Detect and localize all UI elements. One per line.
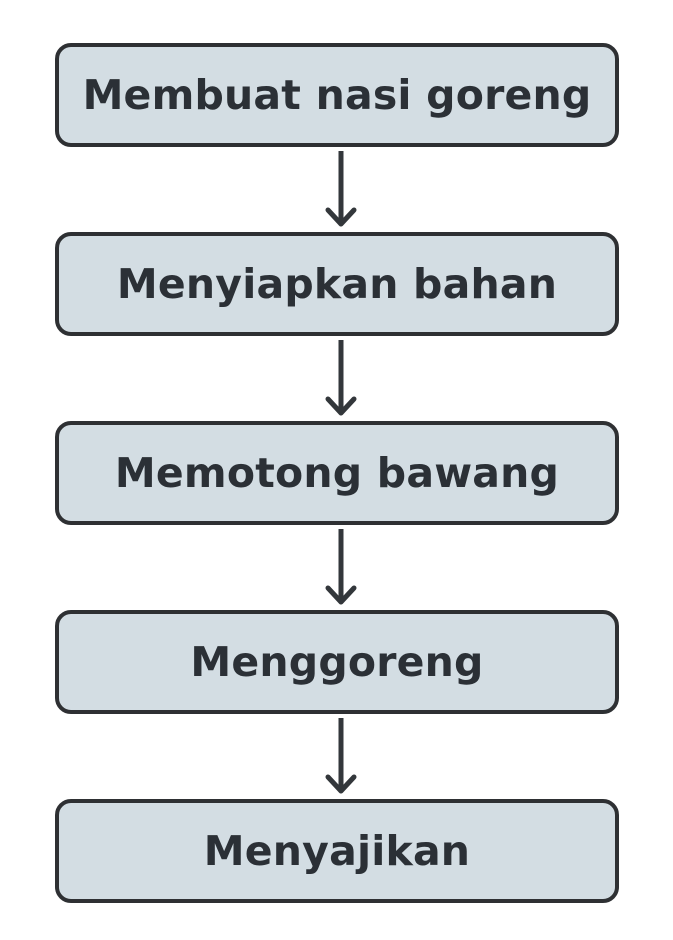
flow-step-label: Menyajikan (203, 827, 471, 875)
flow-arrow (325, 529, 357, 605)
flow-step-menyajikan: Menyajikan (55, 799, 619, 903)
flow-step-menyiapkan-bahan: Menyiapkan bahan (55, 232, 619, 336)
flow-step-memotong-bawang: Memotong bawang (55, 421, 619, 525)
flow-step-label: Menggoreng (190, 638, 484, 686)
flow-step-label: Menyiapkan bahan (116, 260, 558, 308)
flow-step-membuat-nasi-goreng: Membuat nasi goreng (55, 43, 619, 147)
flow-arrow (325, 151, 357, 227)
flow-arrow (325, 718, 357, 794)
flow-step-label: Memotong bawang (114, 449, 560, 497)
flow-arrow (325, 340, 357, 416)
flow-step-label: Membuat nasi goreng (82, 71, 592, 119)
flow-step-menggoreng: Menggoreng (55, 610, 619, 714)
